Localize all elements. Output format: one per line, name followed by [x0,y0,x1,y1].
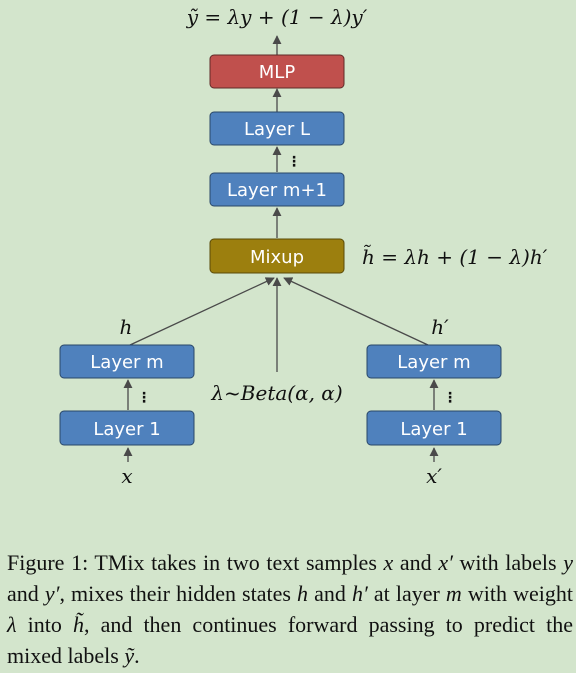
mixup-label: Mixup [250,247,304,268]
left-layer-1-box [59,410,195,446]
caption-text: with weight [461,581,573,606]
caption-text: , and then continues forward passing to … [7,612,573,668]
tmix-diagram: ỹ = λy + (1 − λ)y′ MLP Layer L ⋮ Layer m… [59,5,548,488]
mixup-box [209,238,345,274]
caption-var-h-tilde: h̃ [72,612,84,637]
caption-text: at layer [367,581,446,606]
caption-var-m: m [445,581,462,606]
mlp-label: MLP [259,62,296,83]
caption-text: TMix takes in two text samples [88,550,384,575]
caption-var-y-prime: y′ [44,581,60,606]
layer-m1-box [209,172,345,207]
output-formula: ỹ = λy + (1 − λ)y′ [186,5,368,29]
arrow-right-h-to-mixup [283,277,429,346]
continuation-dots-top: ⋮ [287,154,301,170]
layer-L-label: Layer L [244,119,310,140]
caption-var-y-tilde: ỹ [124,643,135,668]
caption-var-x: x [383,550,394,575]
mlp-box [209,54,345,89]
connectors [123,35,439,462]
left-input-label: x [121,464,132,488]
right-layer-m-box [366,344,502,379]
caption-text: with labels [452,550,564,575]
caption-text: and [7,581,45,606]
continuation-dots-left: ⋮ [137,390,151,406]
continuation-dots-right: ⋮ [443,390,457,406]
left-layer-1-label: Layer 1 [93,419,160,440]
right-layer-m-label: Layer m [397,352,470,373]
caption-label: Figure 1: [7,550,89,575]
caption-var-h: h [297,581,309,606]
caption-var-x-prime: x′ [438,550,453,575]
caption-var-lambda: λ [7,612,17,637]
caption-text: . [134,643,140,668]
mixup-formula: h̃ = λh + (1 − λ)h′ [362,245,548,269]
arrow-left-h-to-mixup [129,277,275,346]
caption-text: , mixes their hidden states [59,581,298,606]
layer-L-box [209,111,345,146]
caption-var-y: y [563,550,573,575]
right-hidden-label: h′ [431,315,449,339]
lambda-formula: λ~Beta(α, α) [210,381,342,405]
layer-m1-label: Layer m+1 [227,180,327,201]
caption-text: and [393,550,439,575]
left-layer-m-label: Layer m [90,352,163,373]
caption-text: into [16,612,73,637]
left-hidden-label: h [120,315,133,339]
right-layer-1-box [366,410,502,446]
right-layer-1-label: Layer 1 [400,419,467,440]
right-input-label: x′ [426,464,442,488]
figure-caption: Figure 1: TMix takes in two text samples… [7,547,573,671]
caption-text: and [308,581,352,606]
caption-var-h-prime: h′ [351,581,368,606]
left-layer-m-box [59,344,195,379]
